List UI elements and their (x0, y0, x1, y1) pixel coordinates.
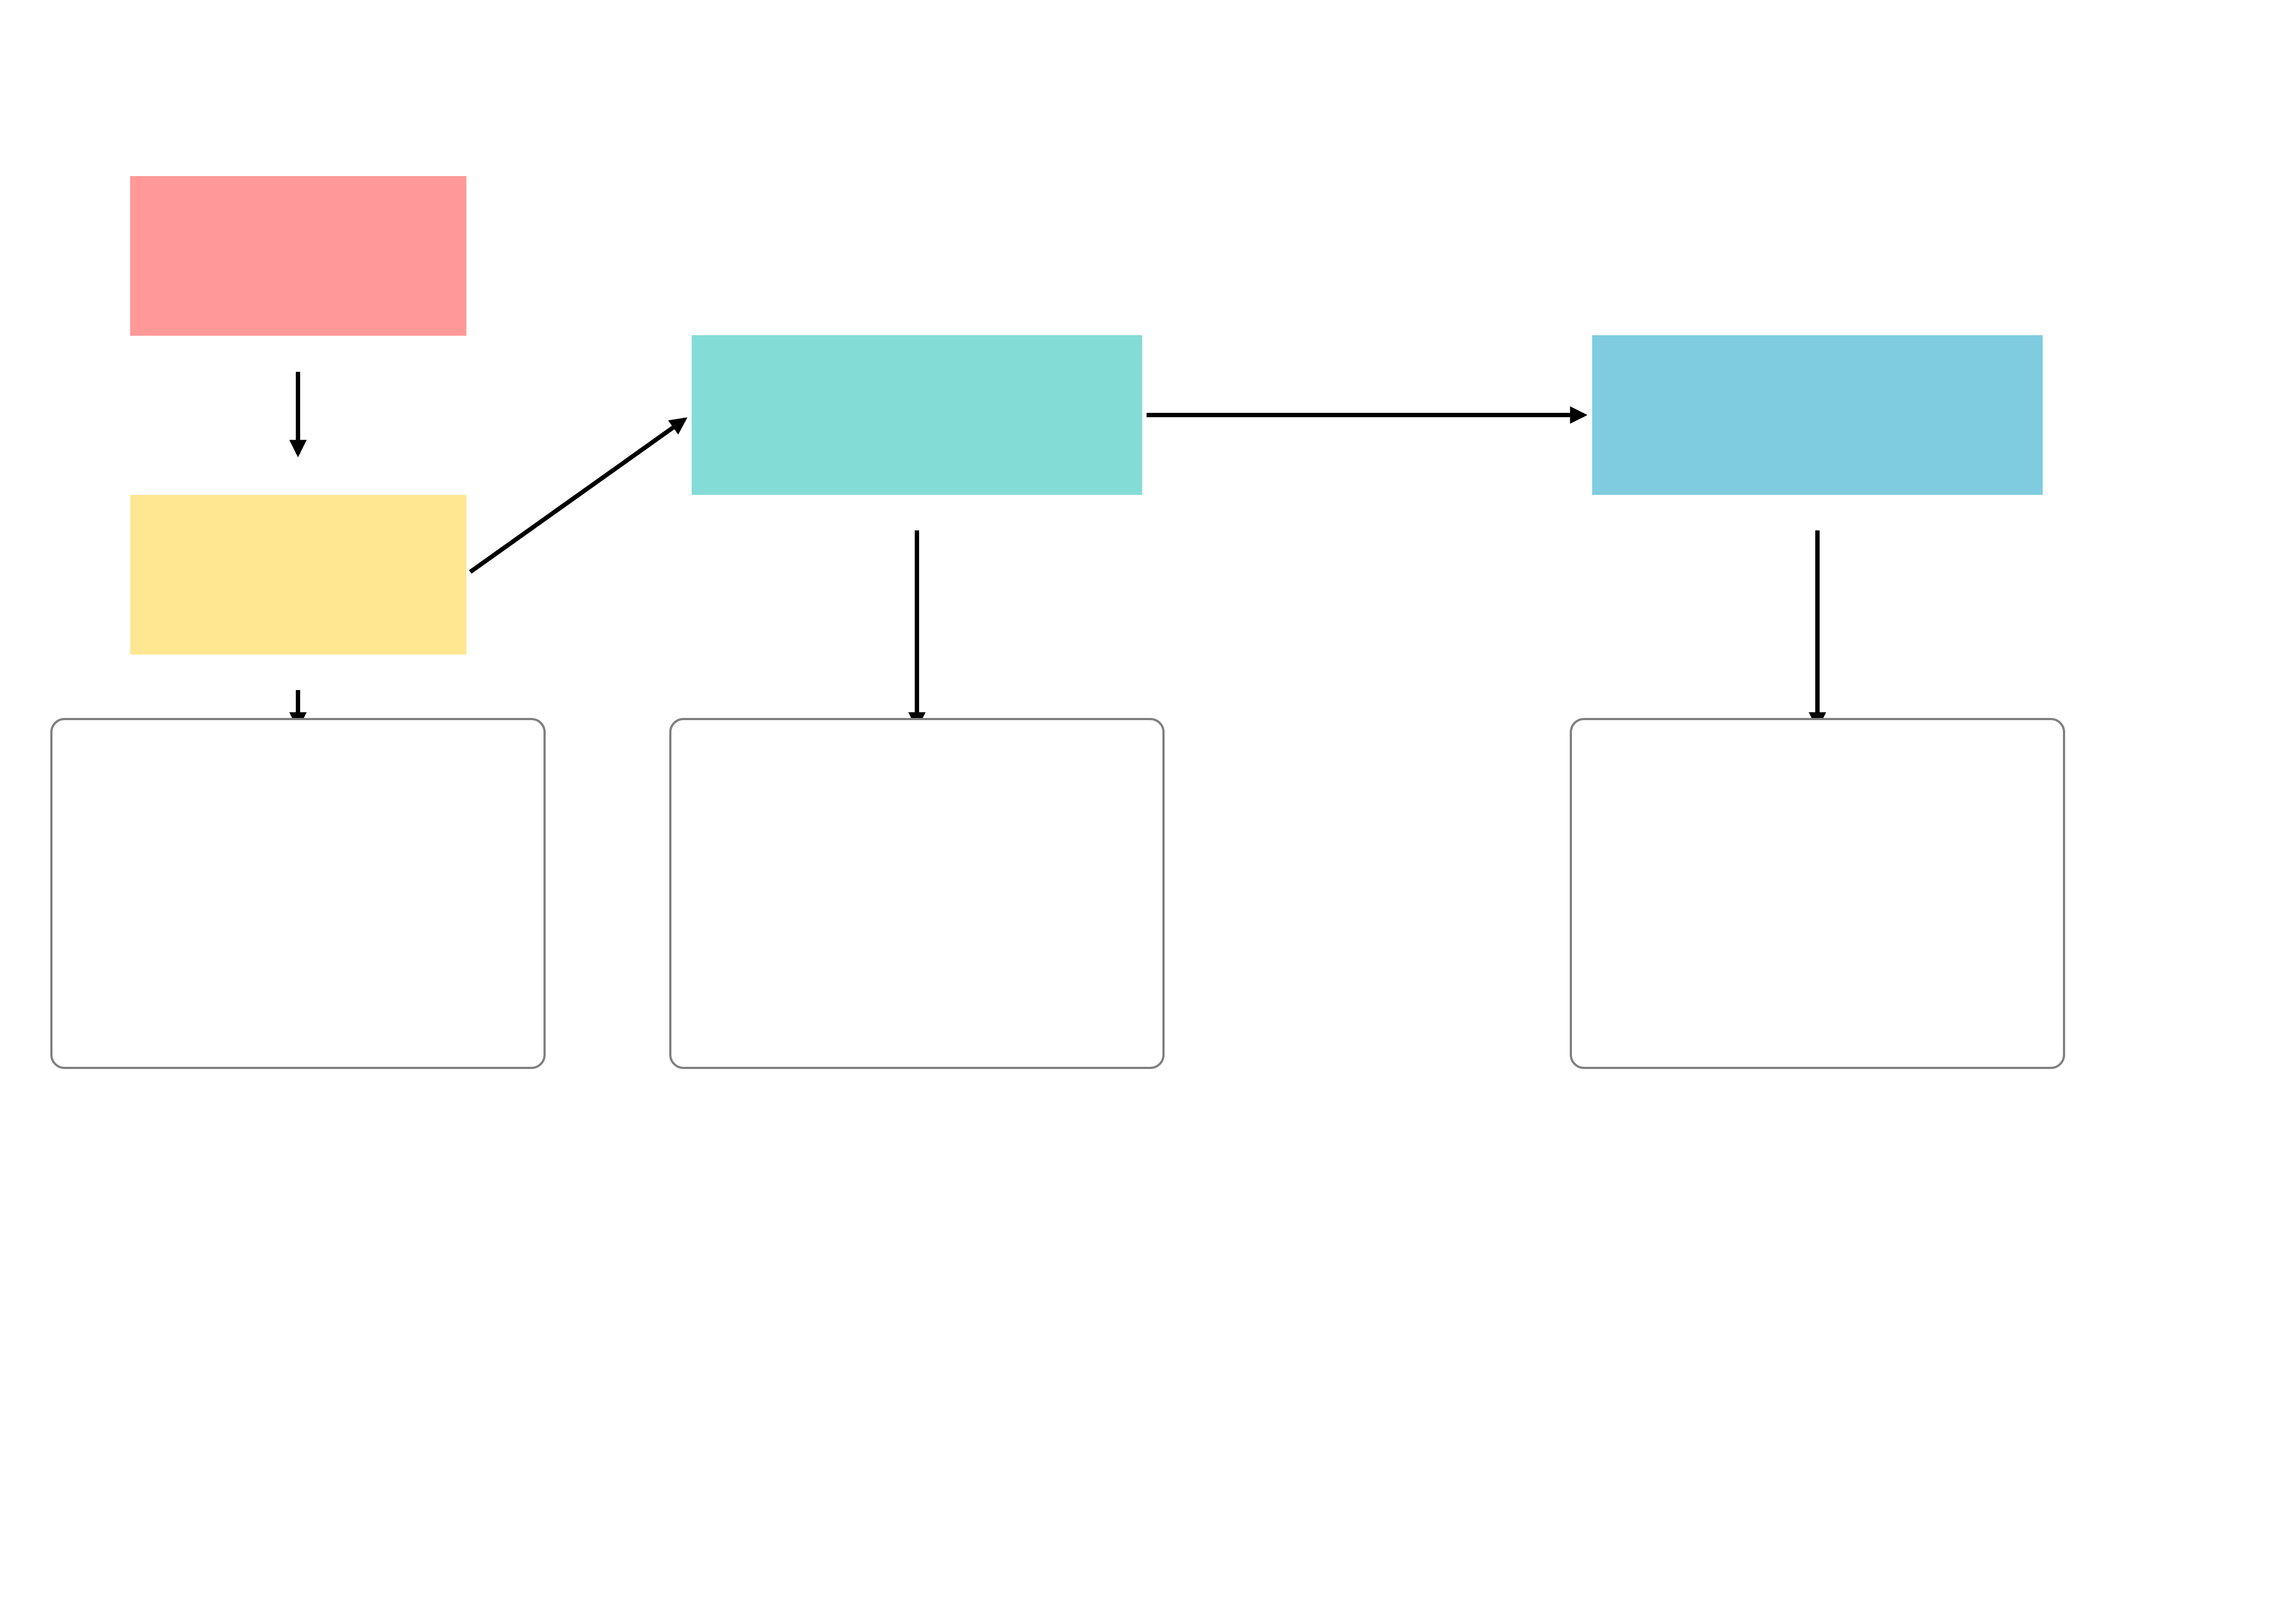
result-node (1592, 335, 2043, 495)
review-node (692, 335, 1142, 495)
arrow-stage-to-review (469, 417, 688, 574)
note-box-1 (50, 718, 546, 1069)
stage-node (130, 495, 466, 655)
note-box-3 (1570, 718, 2065, 1069)
note-box-2 (669, 718, 1165, 1069)
start-node (130, 176, 466, 336)
